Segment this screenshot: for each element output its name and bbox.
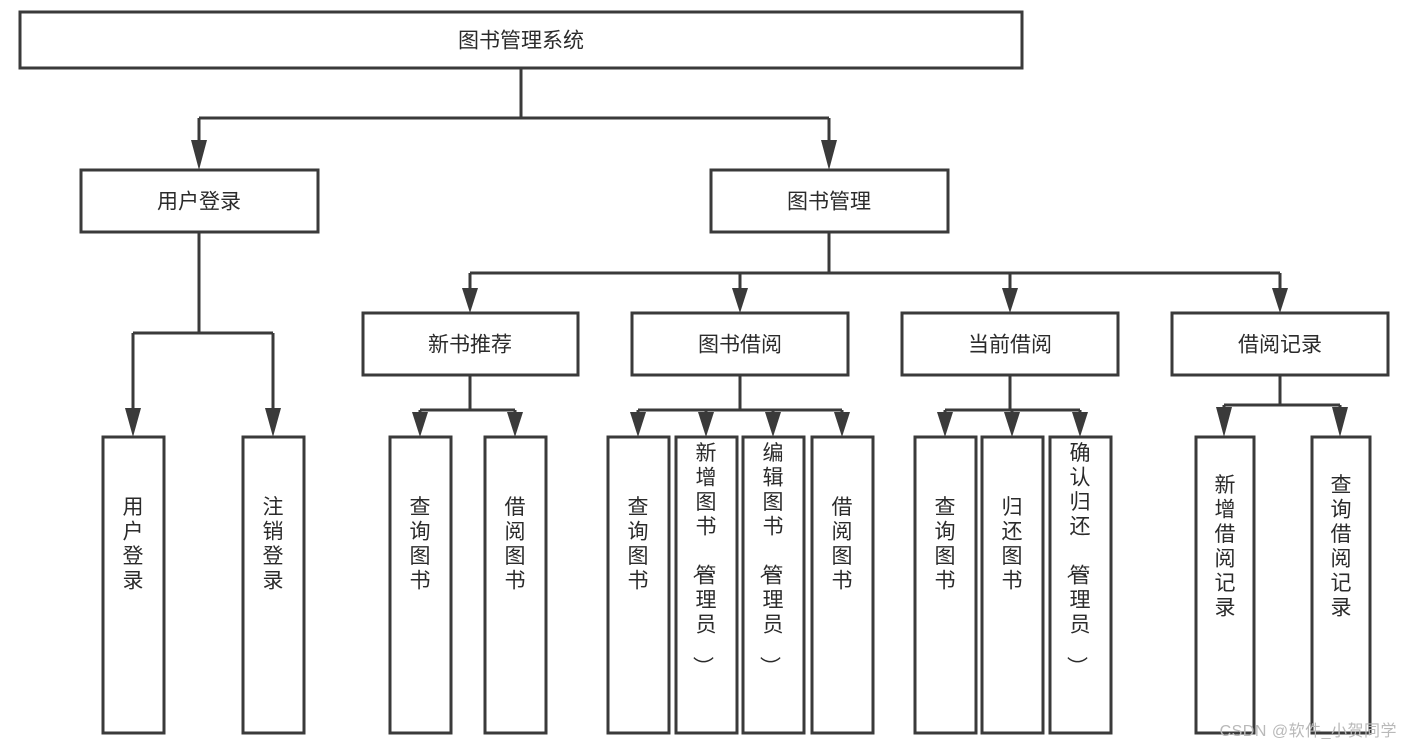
node-book-management-label: 图书管理 (787, 191, 871, 214)
arrow-to-leaf-add-book (698, 412, 714, 437)
node-leaf-return-book[interactable]: 归还图书 (980, 435, 1045, 735)
node-new-book-recommend-label: 新书推荐 (428, 334, 512, 357)
arrow-to-leaf-query-book-3 (937, 412, 953, 437)
node-leaf-logout-login-label: 注销登录 (263, 496, 284, 593)
arrow-to-user-login (191, 140, 207, 170)
node-leaf-user-login-label: 用户登录 (123, 496, 144, 593)
node-leaf-user-login[interactable]: 用户登录 (101, 435, 166, 735)
node-book-management-box[interactable] (709, 168, 950, 234)
node-user-login-label: 用户登录 (157, 191, 241, 214)
node-book-borrow-label: 图书借阅 (698, 334, 782, 357)
node-leaf-borrow-book-2[interactable]: 借阅图书 (810, 435, 875, 735)
node-leaf-edit-book-label: 编辑图书（管理员） (758, 442, 784, 677)
node-root-label: 图书管理系统 (458, 30, 584, 53)
node-leaf-return-book-label: 归还图书 (1002, 496, 1023, 593)
node-leaf-add-book-label: 新增图书（管理员） (691, 442, 717, 677)
arrow-to-leaf-borrow-book-2 (834, 412, 850, 437)
arrow-to-leaf-user-login (125, 408, 141, 437)
node-root-box[interactable] (18, 10, 1024, 70)
node-root[interactable]: 图书管理系统 (18, 10, 1024, 70)
node-leaf-confirm-return-box[interactable] (1048, 435, 1113, 735)
arrow-to-book-borrow (732, 288, 748, 313)
node-user-login-box[interactable] (79, 168, 320, 234)
node-user-login[interactable]: 用户登录 (79, 168, 320, 234)
node-leaf-query-record-label: 查询借阅记录 (1331, 474, 1352, 620)
node-leaf-query-record-box[interactable] (1310, 435, 1372, 735)
node-leaf-query-book-2[interactable]: 查询图书 (606, 435, 671, 735)
arrow-to-borrow-record (1272, 288, 1288, 313)
node-leaf-borrow-book-1[interactable]: 借阅图书 (483, 435, 548, 735)
node-leaf-borrow-book-2-box[interactable] (810, 435, 875, 735)
arrow-to-leaf-query-book-1 (412, 412, 428, 437)
node-leaf-borrow-book-1-label: 借阅图书 (505, 496, 526, 593)
node-leaf-edit-book-box[interactable] (741, 435, 806, 735)
node-leaf-query-book-2-box[interactable] (606, 435, 671, 735)
node-leaf-confirm-return[interactable]: 确认归还（管理员） (1048, 435, 1113, 735)
node-new-book-recommend[interactable]: 新书推荐 (361, 311, 580, 377)
node-leaf-query-book-1-box[interactable] (388, 435, 453, 735)
arrow-to-leaf-query-record (1332, 407, 1348, 437)
node-leaf-query-record[interactable]: 查询借阅记录 (1310, 435, 1372, 735)
node-leaf-query-book-3-label: 查询图书 (935, 496, 956, 593)
arrow-to-leaf-return-book (1004, 412, 1020, 437)
node-leaf-query-book-1[interactable]: 查询图书 (388, 435, 453, 735)
node-book-borrow[interactable]: 图书借阅 (630, 311, 850, 377)
node-borrow-record-label: 借阅记录 (1238, 334, 1322, 357)
node-leaf-query-book-2-label: 查询图书 (628, 496, 649, 593)
arrow-to-current-borrow (1002, 288, 1018, 313)
node-leaf-add-record[interactable]: 新增借阅记录 (1194, 435, 1256, 735)
node-leaf-borrow-book-2-label: 借阅图书 (832, 496, 853, 593)
connector-layer (125, 68, 1348, 437)
node-leaf-edit-book[interactable]: 编辑图书（管理员） (741, 435, 806, 735)
node-leaf-add-book-box[interactable] (674, 435, 739, 735)
arrow-to-leaf-logout-login (265, 408, 281, 437)
node-current-borrow-box[interactable] (900, 311, 1120, 377)
node-leaf-logout-login[interactable]: 注销登录 (241, 435, 306, 735)
node-book-borrow-box[interactable] (630, 311, 850, 377)
node-leaf-return-book-box[interactable] (980, 435, 1045, 735)
node-leaf-add-book[interactable]: 新增图书（管理员） (674, 435, 739, 735)
node-new-book-recommend-box[interactable] (361, 311, 580, 377)
node-leaf-borrow-book-1-box[interactable] (483, 435, 548, 735)
arrow-to-leaf-borrow-book-1 (507, 412, 523, 437)
node-leaf-query-book-1-label: 查询图书 (410, 496, 431, 593)
arrow-to-leaf-add-record (1216, 407, 1232, 437)
arrow-to-book-management (821, 140, 837, 170)
node-leaf-user-login-box[interactable] (101, 435, 166, 735)
arrow-to-leaf-edit-book (765, 412, 781, 437)
node-leaf-query-book-3-box[interactable] (913, 435, 978, 735)
node-borrow-record-box[interactable] (1170, 311, 1390, 377)
node-leaf-add-record-box[interactable] (1194, 435, 1256, 735)
node-leaf-logout-login-box[interactable] (241, 435, 306, 735)
node-borrow-record[interactable]: 借阅记录 (1170, 311, 1390, 377)
node-current-borrow[interactable]: 当前借阅 (900, 311, 1120, 377)
node-book-management[interactable]: 图书管理 (709, 168, 950, 234)
arrow-to-leaf-query-book-2 (630, 412, 646, 437)
arrow-to-new-book-recommend (462, 288, 478, 313)
arrow-to-leaf-confirm-return (1072, 412, 1088, 437)
node-leaf-add-record-label: 新增借阅记录 (1215, 474, 1236, 620)
node-leaf-confirm-return-label: 确认归还（管理员） (1065, 442, 1091, 677)
node-leaf-query-book-3[interactable]: 查询图书 (913, 435, 978, 735)
node-current-borrow-label: 当前借阅 (968, 334, 1052, 357)
